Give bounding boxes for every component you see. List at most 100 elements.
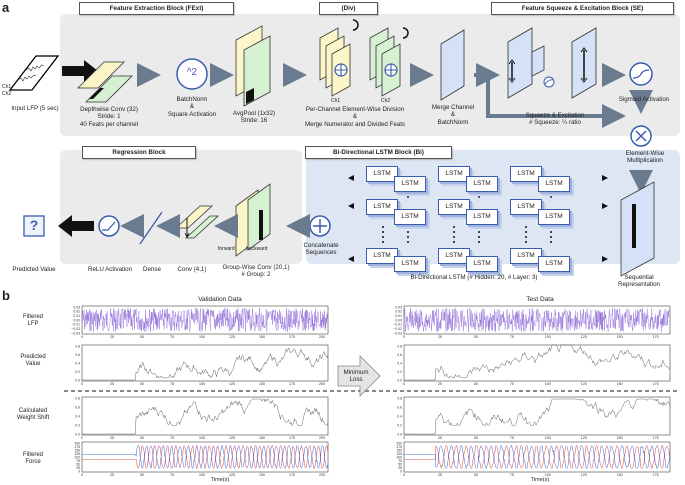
row-label-weight-shift: Calculated Weight Shift [16, 408, 50, 421]
architecture-diagram [8, 19, 655, 277]
lfp-series [81, 307, 328, 332]
bilstm-block-title: Bi-Directional LSTM Block (Bi) [305, 146, 452, 159]
y-tick-label: 25 [398, 466, 402, 470]
division-label: Per-Channel Element-Wise Division & Merg… [304, 106, 406, 128]
depthwise-conv-planes [77, 61, 133, 103]
y-tick-label: 0.6 [397, 405, 402, 409]
y-tick-label: 0.2 [397, 423, 402, 427]
y-tick-label: 0.0 [75, 378, 80, 382]
y-tick-label: 50 [76, 462, 80, 466]
x-tick-label: 175 [289, 436, 295, 440]
x-tick-label: 75 [510, 436, 514, 440]
x-tick-label: 150 [617, 436, 623, 440]
x-tick-label: 0 [403, 473, 405, 477]
groupwise-conv-label: Group-Wise Conv (20,1) # Group: 2 [222, 264, 290, 279]
x-tick-label: 25 [438, 335, 442, 339]
y-tick-label: 0.02 [73, 310, 80, 314]
x-tick-label: 25 [110, 436, 114, 440]
y-tick-label: 175 [74, 445, 80, 449]
xlabel-validation: Time(s) [210, 477, 230, 483]
fext-block-title: Feature Extraction Block (FExt) [79, 2, 234, 15]
output-arrow [58, 215, 94, 237]
x-tick-label: 25 [438, 436, 442, 440]
y-tick-label: 0.8 [75, 344, 80, 348]
lstm-cell: LSTM [366, 166, 398, 182]
y-tick-label: 0.4 [397, 414, 402, 418]
lstm-cell: LSTM [394, 256, 426, 272]
bilstm-label: Bi-Directional LSTM (# Hidden: 20, # Lay… [410, 274, 538, 281]
y-tick-label: −0.02 [71, 327, 80, 331]
x-tick-label: 175 [289, 473, 295, 477]
y-tick-label: 75 [398, 459, 402, 463]
y-tick-label: 0.00 [73, 318, 80, 322]
x-tick-label: 100 [199, 473, 205, 477]
x-tick-label: 25 [110, 473, 114, 477]
batchnorm-circle [176, 58, 208, 90]
force-series [404, 445, 671, 469]
y-tick-label: −0.01 [71, 323, 80, 327]
y-tick-label: 0 [78, 469, 80, 473]
x-tick-label: 100 [545, 436, 551, 440]
x-tick-label: 75 [170, 436, 174, 440]
lfp-series [403, 307, 670, 332]
panel-a-letter: a [2, 0, 10, 15]
x-tick-label: 175 [289, 335, 295, 339]
squeeze-excitation-planes [507, 27, 597, 99]
x-tick-label: 125 [581, 335, 587, 339]
x-tick-label: 75 [170, 382, 174, 386]
y-tick-label: 0.8 [75, 396, 80, 400]
y-tick-label: −0.02 [393, 327, 402, 331]
concat-label: Concatenate Sequences [303, 242, 339, 257]
dense-label: Dense [143, 266, 161, 273]
x-tick-label: 25 [110, 382, 114, 386]
force-series [404, 444, 671, 470]
lstm-cell: LSTM [438, 166, 470, 182]
x-tick-label: 50 [474, 473, 478, 477]
plot-frame [403, 344, 671, 382]
y-tick-label: 75 [76, 459, 80, 463]
y-tick-label: 0.6 [397, 353, 402, 357]
x-tick-label: 175 [653, 436, 659, 440]
y-tick-label: 125 [396, 452, 402, 456]
x-tick-label: 200 [319, 382, 325, 386]
y-tick-label: 200 [396, 441, 402, 445]
x-tick-label: 100 [199, 382, 205, 386]
y-tick-label: 100 [74, 455, 80, 459]
y-tick-label: 150 [396, 448, 402, 452]
x-tick-label: 50 [140, 473, 144, 477]
input-lfp-icon [8, 55, 60, 91]
x-tick-label: 50 [474, 436, 478, 440]
x-tick-label: 100 [545, 335, 551, 339]
x-tick-label: 25 [438, 473, 442, 477]
x-tick-label: 125 [581, 473, 587, 477]
x-tick-label: 175 [653, 335, 659, 339]
value-series [82, 347, 329, 381]
relu-label: ReLU Activation [87, 266, 133, 273]
elementwise-label: Element-Wise Multiplication [625, 150, 665, 165]
division-ch1-planes [319, 19, 359, 97]
x-tick-label: 200 [319, 436, 325, 440]
minimum-loss-arrow [337, 355, 381, 397]
square-activation-symbol: ^2 [186, 67, 198, 78]
squeeze-excitation-label: Squeeze & Excitation # Squeeze: ¼ ratio [525, 112, 585, 127]
value-series [404, 398, 671, 435]
y-tick-label: 125 [74, 452, 80, 456]
minimum-loss-label: Minimum Loss [343, 369, 369, 384]
x-tick-label: 150 [259, 436, 265, 440]
x-tick-label: 0 [403, 436, 405, 440]
x-tick-label: 50 [140, 382, 144, 386]
sequential-plane [620, 181, 655, 277]
row-label-predicted: Predicted Value [20, 354, 46, 367]
lstm-cell: LSTM [466, 176, 498, 192]
depthwise-conv-label: Depthwise Conv (32) Stride: 1 40 Feats p… [79, 106, 139, 128]
y-tick-label: 0.2 [397, 370, 402, 374]
lstm-cell: LSTM [510, 199, 542, 215]
div-block-title: (Div) [319, 2, 378, 15]
input-lfp-label: Input LFP (5 sec) [11, 105, 59, 112]
x-tick-label: 125 [229, 436, 235, 440]
y-tick-label: 25 [76, 466, 80, 470]
lstm-cell: LSTM [394, 209, 426, 225]
x-tick-label: 125 [581, 436, 587, 440]
lstm-cell: LSTM [366, 199, 398, 215]
